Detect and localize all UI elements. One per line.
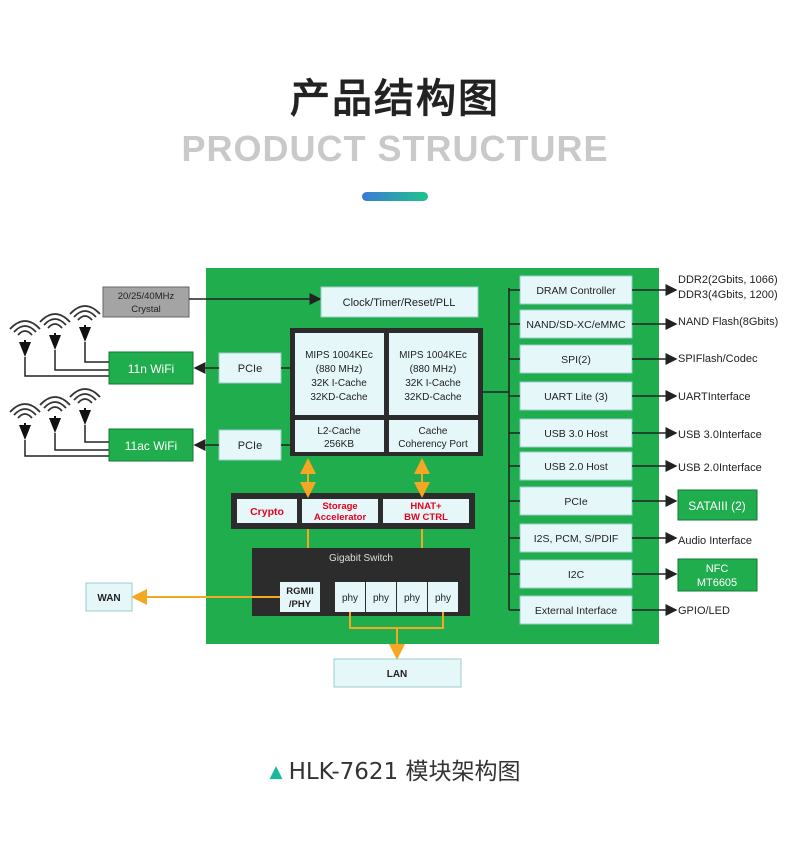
phy-label: phy: [342, 593, 358, 604]
l2-cache-box: [295, 420, 384, 452]
storage-label-1: Storage: [322, 501, 357, 512]
rgmii-label-1: RGMII: [286, 586, 313, 597]
pcie-left-2-label: PCIe: [238, 440, 262, 452]
crypto-label: Crypto: [250, 506, 284, 518]
peripheral-block-label: SPI(2): [561, 354, 591, 366]
storage-label-2: Accelerator: [314, 512, 367, 523]
output-ddr3: DDR3(4Gbits, 1200): [678, 289, 778, 301]
peripheral-block-label: USB 2.0 Host: [544, 461, 608, 473]
output-uart: UARTInterface: [678, 391, 751, 403]
nfc-label-1: NFC: [706, 563, 729, 575]
peripheral-block-label: NAND/SD-XC/eMMC: [526, 319, 626, 331]
page-subtitle: PRODUCT STRUCTURE: [181, 128, 609, 169]
output-ddr2: DDR2(2Gbits, 1066): [678, 274, 778, 286]
output-usb2: USB 2.0Interface: [678, 462, 762, 474]
coherency-line1: Cache: [419, 426, 448, 437]
page-title: 产品结构图: [290, 76, 500, 122]
lan-box: [333, 658, 462, 688]
wan-box: [85, 582, 133, 612]
cpu-core-1-line2: (880 MHz): [316, 364, 363, 375]
cpu-core-2-line4: 32KD-Cache: [404, 392, 462, 403]
pcie-left-1: [218, 352, 282, 384]
peripheral-block-label: I2S, PCM, S/PDIF: [534, 533, 619, 545]
cpu-core-2-line2: (880 MHz): [410, 364, 457, 375]
phy-box: [335, 582, 365, 612]
lan-label: LAN: [387, 669, 408, 680]
phy-box: [366, 582, 396, 612]
peripheral-block-label: UART Lite (3): [544, 391, 608, 403]
output-usb3: USB 3.0Interface: [678, 429, 762, 441]
title-accent-bar: [362, 192, 428, 201]
peripheral-block-label: External Interface: [535, 605, 617, 617]
rgmii-label-2: /PHY: [289, 599, 312, 610]
sata-label: SATAIII (2): [688, 499, 746, 513]
coherency-line2: Coherency Port: [398, 439, 468, 450]
diagram-caption: ▲HLK-7621 模块架构图: [0, 752, 790, 786]
antenna-icon: [9, 305, 101, 441]
cpu-core-1-line4: 32KD-Cache: [310, 392, 368, 403]
hnat-box: [383, 499, 469, 523]
pcie-left-2: [218, 429, 282, 461]
peripheral-block-label: USB 3.0 Host: [544, 428, 608, 440]
cpu-core-1-line1: MIPS 1004KEc: [305, 350, 373, 361]
phy-box: [397, 582, 427, 612]
cpu-core-1-line3: 32K I-Cache: [311, 378, 367, 389]
clock-label: Clock/Timer/Reset/PLL: [343, 297, 456, 309]
wifi-11n-box: [108, 351, 194, 385]
peripheral-block: [519, 486, 633, 516]
clock-box: [320, 286, 479, 318]
peripheral-block: [519, 344, 633, 374]
crystal-box: [102, 286, 190, 318]
phy-label: phy: [435, 593, 451, 604]
triangle-icon: ▲: [269, 762, 283, 782]
crypto-box: [237, 499, 297, 523]
phy-label: phy: [404, 593, 420, 604]
crystal-label-2: Crystal: [131, 304, 161, 315]
storage-accel-box: [302, 499, 378, 523]
peripheral-block: [519, 523, 633, 553]
phy-box: [428, 582, 458, 612]
output-audio: Audio Interface: [678, 535, 752, 547]
peripheral-block-label: DRAM Controller: [536, 285, 616, 297]
nfc-label-2: MT6605: [697, 577, 737, 589]
output-spi: SPIFlash/Codec: [678, 353, 758, 365]
crystal-label: 20/25/40MHz: [118, 291, 175, 302]
hnat-label-2: BW CTRL: [404, 512, 448, 523]
l2-cache-line2: 256KB: [324, 439, 354, 450]
output-nand: NAND Flash(8Gbits): [678, 316, 778, 328]
coherency-box: [389, 420, 478, 452]
peripheral-block: [519, 451, 633, 481]
pcie-left-1-label: PCIe: [238, 363, 262, 375]
peripheral-block: [519, 275, 633, 305]
switch-label: Gigabit Switch: [329, 553, 393, 564]
cpu-core-1: [295, 333, 384, 415]
wan-label: WAN: [97, 593, 120, 604]
nfc-box: [677, 558, 758, 592]
cpu-core-2-line1: MIPS 1004KEc: [399, 350, 467, 361]
l2-cache-line1: L2-Cache: [317, 426, 361, 437]
cpu-core-2-line3: 32K I-Cache: [405, 378, 461, 389]
wifi-11ac-label: 11ac WiFi: [125, 439, 177, 453]
peripheral-block-label: I2C: [568, 569, 585, 581]
peripheral-block: [519, 381, 633, 411]
phy-label: phy: [373, 593, 389, 604]
caption-text: HLK-7621 模块架构图: [288, 759, 521, 785]
hnat-label-1: HNAT+: [410, 501, 442, 512]
wifi-11ac-box: [108, 428, 194, 462]
cpu-core-2: [389, 333, 478, 415]
wifi-11n-label: 11n WiFi: [128, 362, 174, 376]
sata-box: [677, 489, 758, 521]
rgmii-box: [280, 582, 320, 612]
output-gpio: GPIO/LED: [678, 605, 730, 617]
peripheral-block-label: PCIe: [564, 496, 588, 508]
architecture-diagram: 20/25/40MHz Crystal Clock/Timer/Reset/PL…: [9, 268, 778, 688]
